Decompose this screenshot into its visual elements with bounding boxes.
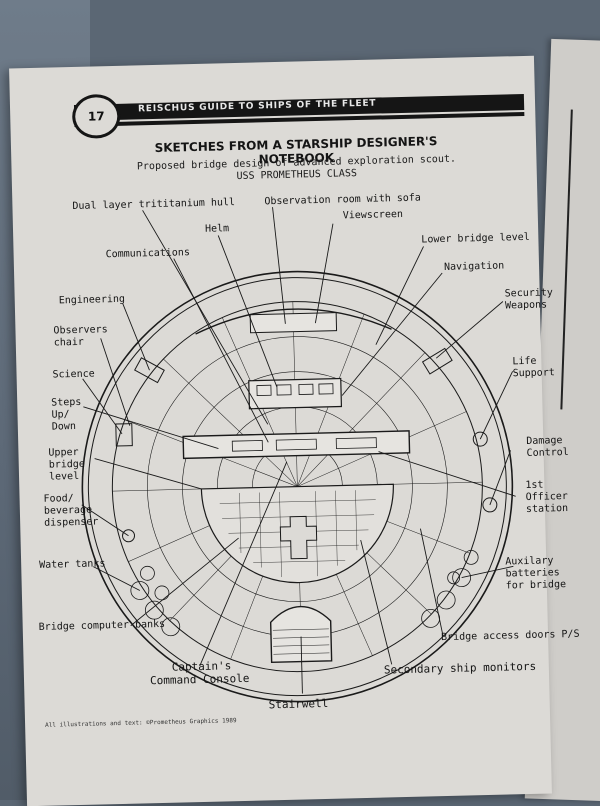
label-life-support-line-2: Support (512, 367, 555, 380)
label-steps: Steps Up/ Down (51, 397, 82, 434)
label-upper-bridge-line-3: level (48, 470, 80, 483)
label-captain: Captain's Command Console (150, 659, 250, 687)
facing-page-rule (560, 109, 573, 410)
observation-sofa (249, 312, 338, 334)
notebook-page: 17 REISCHUS GUIDE TO SHIPS OF THE FLEET … (9, 55, 580, 806)
officer-panel (335, 437, 377, 450)
label-captain-line-2: Command Console (149, 671, 250, 688)
engineering-console (134, 357, 165, 384)
command-panel (275, 438, 317, 451)
label-security: Security Weapons (505, 287, 554, 312)
security-console (421, 347, 453, 375)
helm-screen-2 (276, 384, 292, 396)
label-observers: Observers chair (53, 324, 108, 349)
label-auxiliary-line-3: for bridge (505, 579, 567, 592)
viewscreen-arc (195, 308, 392, 335)
label-steps-line-2: Up/ (51, 409, 70, 421)
label-first-officer-line-3: station (525, 502, 569, 516)
damage-control-unit (482, 497, 498, 513)
helm-screen-1 (256, 384, 272, 396)
label-security-line-2: Weapons (504, 299, 548, 312)
label-damage-control-line-1: Damage (526, 435, 563, 447)
label-steps-line-3: Down (51, 420, 77, 433)
label-damage-control-line-2: Control (526, 446, 569, 459)
label-viewscreen: Viewscreen (342, 208, 404, 222)
science-station (115, 423, 133, 447)
leader-lines (81, 207, 516, 694)
label-observers-line-1: Observers (53, 324, 108, 337)
label-food: Food/ beverage dispenser (43, 492, 98, 529)
label-life-support: Life Support (512, 355, 555, 380)
label-science: Science (52, 368, 95, 381)
label-communications: Communications (105, 247, 191, 261)
label-navigation: Navigation (443, 260, 505, 273)
water-tank-cluster (130, 565, 181, 637)
bridge-schematic: All illustrations and text: ©Prometheus … (45, 207, 516, 729)
life-support-unit (472, 431, 488, 447)
hull-outer-ring (81, 270, 514, 703)
label-damage-control: Damage Control (526, 435, 569, 460)
label-stairwell: Stairwell (268, 696, 329, 712)
label-food-line-3: dispenser (44, 516, 99, 529)
stairwell (269, 605, 333, 664)
captains-chair (279, 515, 318, 560)
food-dispenser (122, 529, 136, 543)
label-helm: Helm (204, 223, 230, 235)
upper-bridge-rail (182, 430, 411, 460)
comm-console (231, 440, 263, 452)
hull-inner-ring (87, 277, 507, 697)
label-first-officer-line-1: 1st (525, 479, 544, 492)
credit-line: All illustrations and text: ©Prometheus … (45, 717, 237, 729)
label-observers-line-2: chair (53, 336, 85, 349)
helm-console (248, 377, 343, 410)
label-upper-bridge-line-2: bridge (48, 458, 86, 471)
label-engineering: Engineering (58, 293, 126, 307)
label-steps-line-1: Steps (51, 396, 82, 409)
label-life-support-line-1: Life (512, 355, 537, 368)
label-water: Water tanks (39, 558, 106, 571)
label-upper-bridge: Upper bridge level (48, 447, 85, 484)
helm-screen-3 (298, 383, 314, 395)
label-upper-bridge-line-1: Upper (48, 446, 79, 459)
label-first-officer: 1st Officer station (525, 479, 568, 516)
label-first-officer-line-2: Officer (525, 491, 568, 504)
label-auxiliary: Auxilary batteries for bridge (505, 555, 566, 592)
helm-screen-4 (318, 383, 334, 395)
